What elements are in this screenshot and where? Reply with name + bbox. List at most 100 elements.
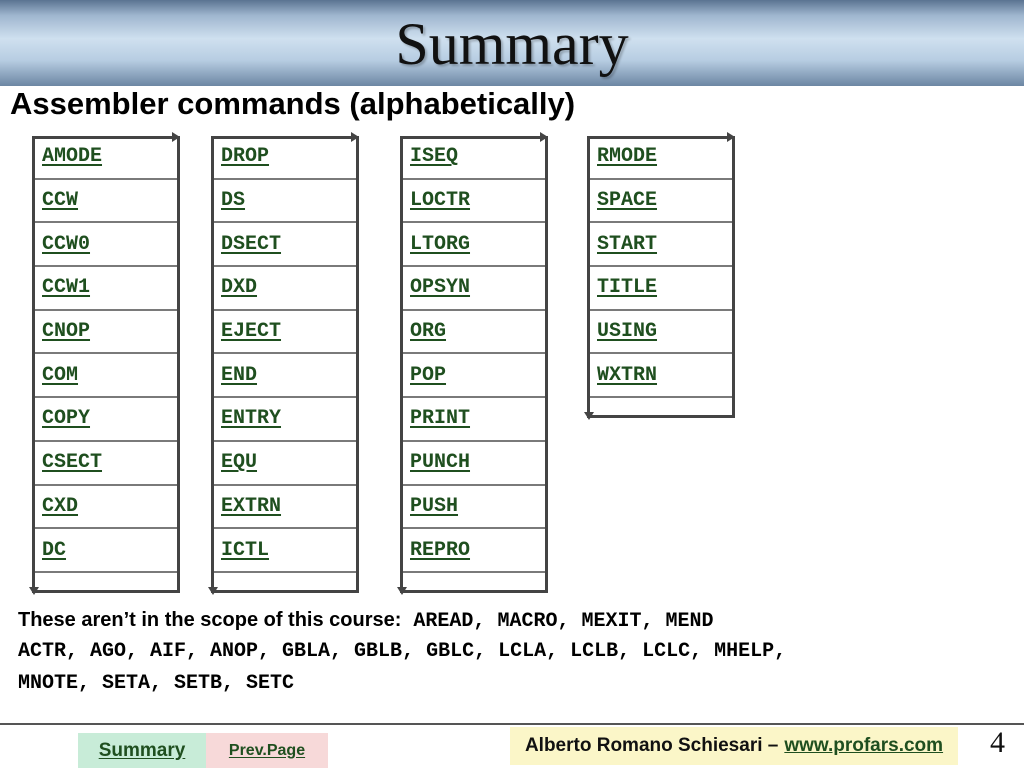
command-link-csect[interactable]: CSECT [42,451,103,475]
command-link-ltorg[interactable]: LTORG [410,232,471,256]
nav-prev-page-button[interactable]: Prev.Page [206,733,328,768]
command-link-ccw1[interactable]: CCW1 [42,276,91,300]
column-frame-left [587,136,590,419]
slide-title: Summary [395,11,629,77]
command-cell: DC [32,529,180,573]
command-column-4: RMODE SPACE START TITLE USING WXTRN [583,132,735,421]
command-cell: LTORG [400,223,548,268]
column-frame-bottom [587,415,735,419]
command-cell: SPACE [587,180,735,224]
column-frame-left [400,136,403,593]
author-credit: Alberto Romano Schiesari – www.profars.c… [510,727,958,765]
column-frame-bottom [211,590,359,593]
command-link-org[interactable]: ORG [410,320,447,344]
command-link-repro[interactable]: REPRO [410,538,471,562]
command-link-using[interactable]: USING [597,320,658,344]
command-cell: POP [400,354,548,399]
column-frame-top [211,136,356,139]
command-link-dxd[interactable]: DXD [221,276,258,300]
command-cell: RMODE [587,136,735,180]
command-column-2: DROP DS DSECT DXD EJECT END ENTRY EQU EXTRN ICTL [207,132,359,595]
command-link-wxtrn[interactable]: WXTRN [597,363,658,387]
nav-prev-label: Prev.Page [228,741,306,759]
command-link-ictl[interactable]: ICTL [221,538,270,562]
command-cell: DXD [211,267,359,311]
command-link-entry[interactable]: ENTRY [221,407,282,431]
command-cell: USING [587,311,735,355]
command-cell: ISEQ [400,136,548,180]
arrow-down-icon [583,412,594,421]
column-frame-right [356,136,359,593]
command-cell: LOCTR [400,180,548,224]
arrow-right-icon [540,132,548,142]
note-lead: These aren’t in the scope of this course… [18,609,402,631]
command-link-ccw[interactable]: CCW [42,189,79,213]
command-link-loctr[interactable]: LOCTR [410,189,471,213]
command-cell: START [587,223,735,268]
command-link-rmode[interactable]: RMODE [597,145,658,169]
arrow-right-icon [727,132,735,142]
command-cell: PUNCH [400,442,548,486]
nav-summary-label: Summary [98,739,186,761]
command-cell: WXTRN [587,354,735,399]
command-cell: EXTRN [211,486,359,530]
out-of-scope-note: These aren’t in the scope of this course… [18,604,1018,700]
command-link-amode[interactable]: AMODE [42,145,103,169]
command-link-extrn[interactable]: EXTRN [221,494,282,518]
command-link-com[interactable]: COM [42,363,79,387]
command-cell: CCW [32,180,180,224]
command-cell: ICTL [211,529,359,573]
command-cell: END [211,354,359,399]
column-frame-top [587,136,732,139]
slide-subtitle: Assembler commands (alphabetically) [10,86,576,121]
command-link-punch[interactable]: PUNCH [410,451,471,475]
command-link-drop[interactable]: DROP [221,145,270,169]
column-frame-top [400,136,545,139]
arrow-down-icon [207,587,218,595]
command-link-space[interactable]: SPACE [597,189,658,213]
nav-summary-button[interactable]: Summary [78,733,206,768]
footer-divider [0,723,1024,725]
command-cell: COM [32,354,180,399]
command-link-cxd[interactable]: CXD [42,494,79,518]
command-cell: CCW0 [32,223,180,268]
command-link-dc[interactable]: DC [42,538,67,562]
command-link-opsyn[interactable]: OPSYN [410,276,471,300]
command-link-title[interactable]: TITLE [597,276,658,300]
arrow-down-icon [396,587,407,595]
column-frame-left [32,136,35,593]
command-link-start[interactable]: START [597,232,658,256]
command-cell: EJECT [211,311,359,355]
command-link-push[interactable]: PUSH [410,494,459,518]
column-frame-bottom [32,590,180,593]
author-website-link[interactable]: www.profars.com [784,735,944,756]
command-link-dsect[interactable]: DSECT [221,232,282,256]
command-cell: CCW1 [32,267,180,311]
command-link-eject[interactable]: EJECT [221,320,282,344]
column-frame-right [545,136,548,593]
column-frame-bottom [400,590,548,593]
command-cell: OPSYN [400,267,548,311]
column-frame-top [32,136,177,139]
column-frame-right [732,136,735,419]
command-cell: PUSH [400,486,548,530]
arrow-right-icon [172,132,180,142]
author-name: Alberto Romano Schiesari – [524,735,779,756]
command-link-ccw0[interactable]: CCW0 [42,232,91,256]
command-link-copy[interactable]: COPY [42,407,91,431]
command-cell: DS [211,180,359,224]
command-cell: PRINT [400,398,548,442]
command-link-equ[interactable]: EQU [221,451,258,475]
command-link-cnop[interactable]: CNOP [42,320,91,344]
command-link-print[interactable]: PRINT [410,407,471,431]
command-cell: CXD [32,486,180,530]
column-frame-right [177,136,180,593]
command-link-ds[interactable]: DS [221,189,246,213]
command-link-pop[interactable]: POP [410,363,447,387]
command-link-end[interactable]: END [221,363,258,387]
command-link-iseq[interactable]: ISEQ [410,145,459,169]
command-cell: ENTRY [211,398,359,442]
command-cell: CNOP [32,311,180,355]
command-cell: CSECT [32,442,180,486]
